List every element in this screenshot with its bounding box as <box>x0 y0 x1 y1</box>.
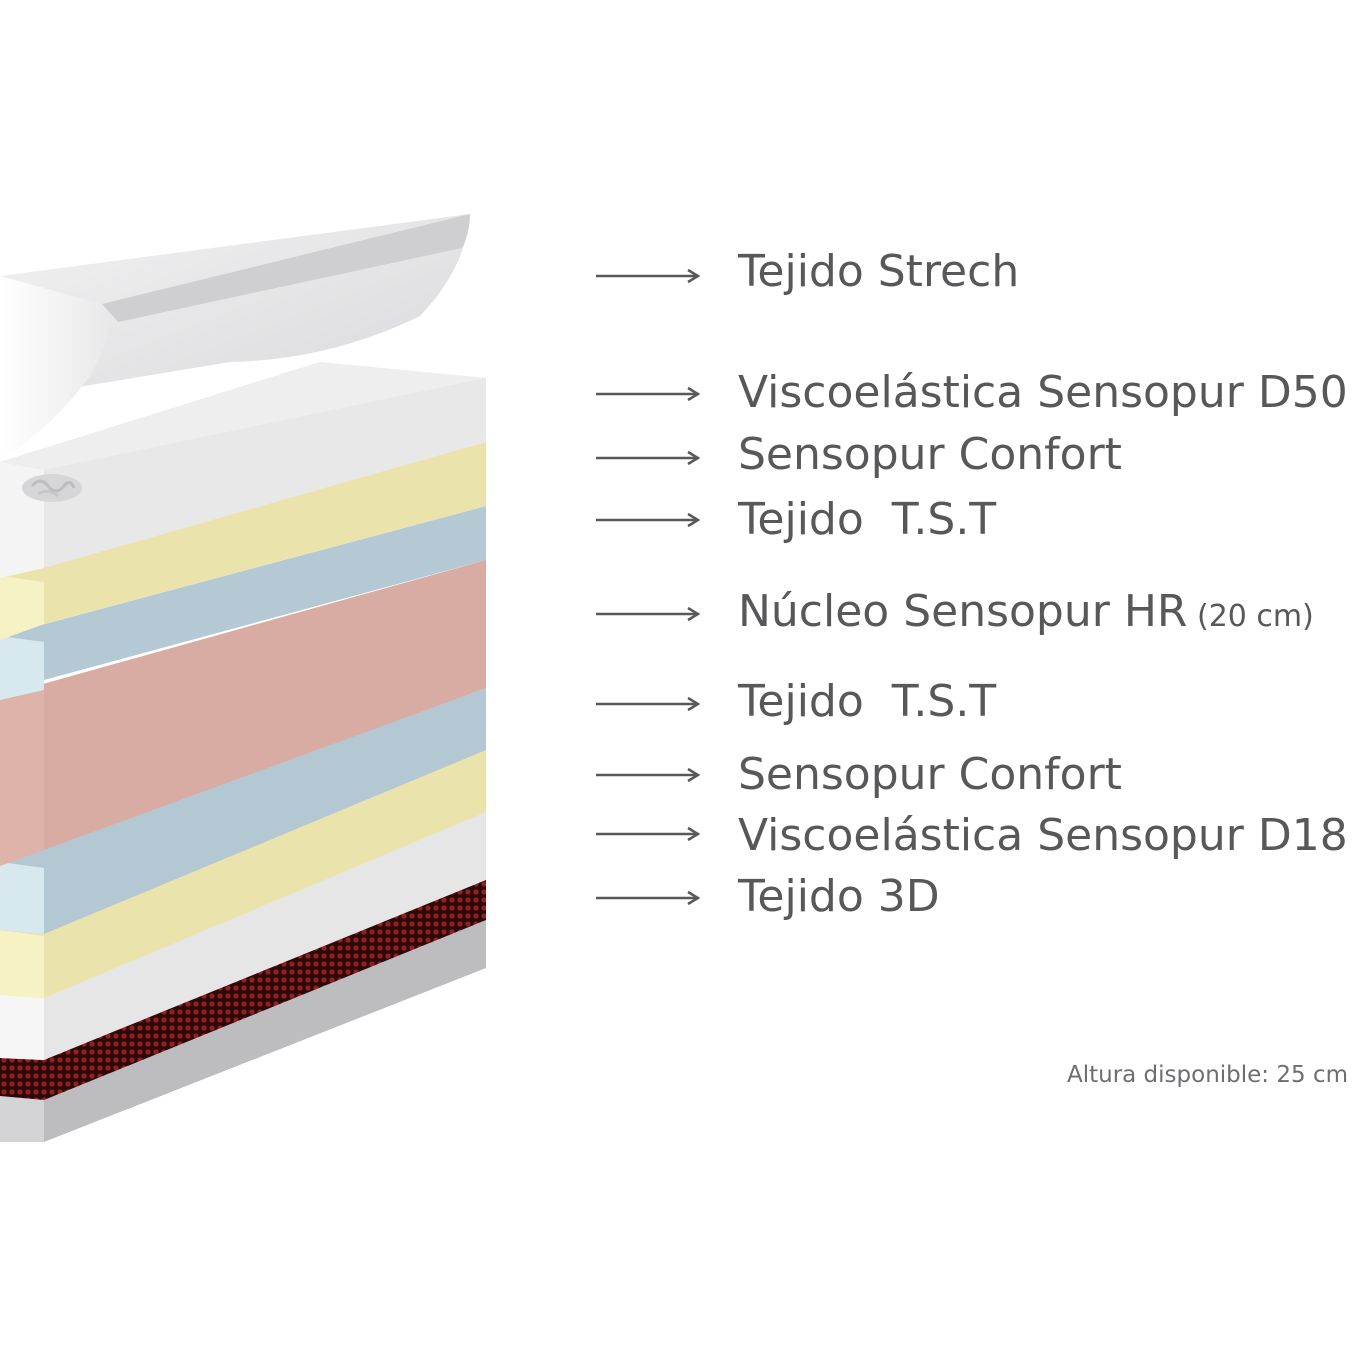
arrow-icon <box>596 386 700 402</box>
arrow-icon <box>596 268 700 284</box>
height-note: Altura disponible: 25 cm <box>1066 1062 1348 1088</box>
arrow-icon <box>596 826 700 842</box>
layer-label-4: Tejido T.S.T <box>738 494 997 545</box>
arrow-icon <box>596 890 700 906</box>
arrow-icon <box>596 767 700 783</box>
layer-label-9: Tejido 3D <box>738 871 940 922</box>
embossed-logo-icon <box>22 474 82 502</box>
tejido-strech-layer <box>0 214 470 460</box>
layer-label-5: Núcleo Sensopur HR (20 cm) <box>738 586 1314 637</box>
arrow-icon <box>596 696 700 712</box>
layer-label-7: Sensopur Confort <box>738 749 1122 800</box>
layer-label-2: Viscoelástica Sensopur D50 <box>738 367 1348 418</box>
viscoelastica-d50-layer <box>0 362 486 578</box>
sensopur-confort-lower-layer <box>0 750 486 998</box>
arrow-icon <box>596 512 700 528</box>
layer-label-8: Viscoelástica Sensopur D18 <box>738 810 1348 861</box>
arrow-icon <box>596 450 700 466</box>
tejido-3d-layer <box>0 880 486 1100</box>
nucleo-sensopur-hr-layer <box>0 560 486 866</box>
base-layer <box>0 920 486 1142</box>
layer-label-6: Tejido T.S.T <box>738 676 997 727</box>
tejido-tst-lower-layer <box>0 688 486 934</box>
layer-label-1: Tejido Strech <box>738 246 1020 297</box>
arrow-icon <box>596 606 700 622</box>
tejido-tst-upper-layer <box>0 506 486 700</box>
layer-label-3: Sensopur Confort <box>738 429 1122 480</box>
sensopur-confort-upper-layer <box>0 442 486 640</box>
viscoelastica-d18-layer <box>0 812 486 1060</box>
